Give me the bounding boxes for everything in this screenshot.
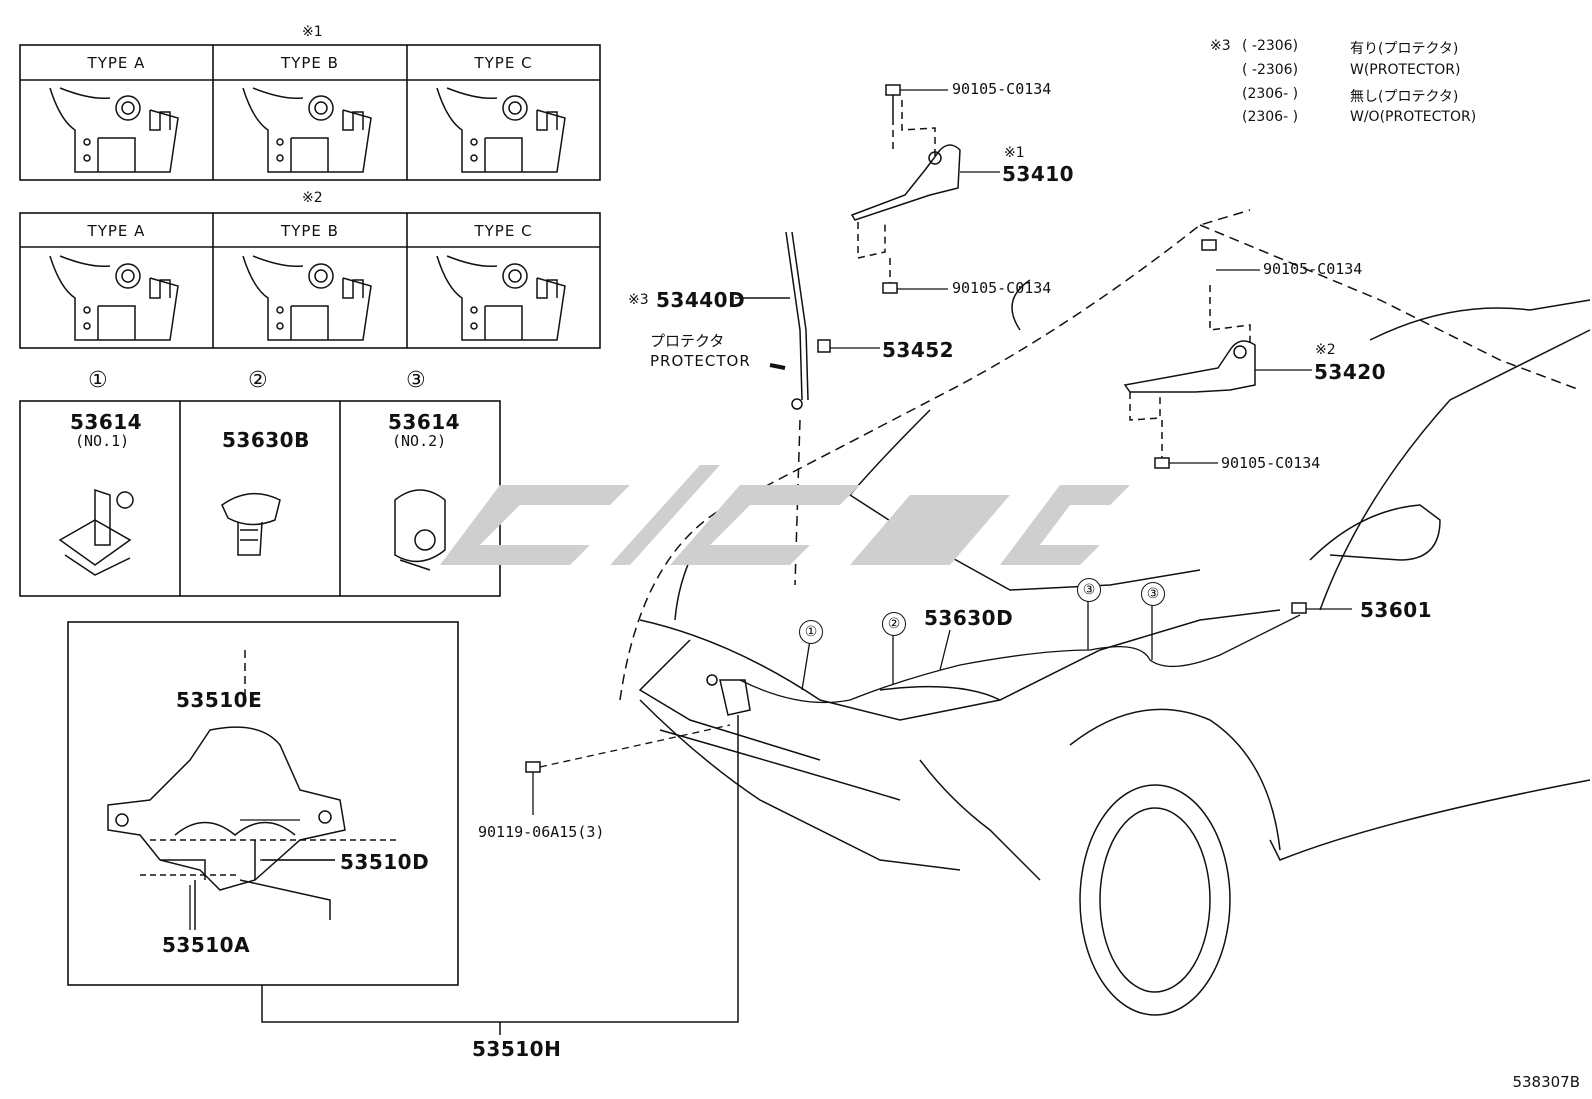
watermark-logo xyxy=(440,465,1130,565)
label-latch-cover: 53510E xyxy=(176,688,263,712)
label-bolt-hinge-left-low: 90105-C0134 xyxy=(952,279,1052,297)
hinge-thumbnails xyxy=(49,87,566,341)
variant-table-2-marker: ※2 xyxy=(302,190,323,206)
callout-clip-1: ① xyxy=(799,620,823,644)
note-3-range: (2306- ) xyxy=(1242,86,1299,102)
table2-type-c: TYPE C xyxy=(474,222,533,240)
diagram-code: 538307B xyxy=(1512,1073,1580,1091)
latch-assy-leader xyxy=(261,715,739,1035)
callout-clip-3b: ③ xyxy=(1141,582,1165,606)
bolt-icons xyxy=(525,84,1307,773)
notes-marker: ※3 xyxy=(1210,38,1231,54)
variant-table-2 xyxy=(19,212,601,349)
variant-table-1 xyxy=(19,44,601,181)
label-bolt-right-low: 90105-C0134 xyxy=(1221,454,1321,472)
latch-detail-box xyxy=(67,621,459,986)
clip-2-part: 53630B xyxy=(222,428,310,452)
label-hinge-right-marker: ※2 xyxy=(1315,342,1336,358)
clip-3-index: ③ xyxy=(406,368,426,393)
label-latch-sub: 53510A xyxy=(162,933,251,957)
clip-sketches xyxy=(58,488,446,576)
clip-3-sub: (NO.2) xyxy=(392,432,447,450)
note-2-text: W(PROTECTOR) xyxy=(1350,62,1461,78)
label-seal: 53601 xyxy=(1360,598,1433,622)
note-2-range: ( -2306) xyxy=(1242,62,1299,78)
callout-clip-3a: ③ xyxy=(1077,578,1101,602)
label-hinge-left: 53410 xyxy=(1002,162,1075,186)
note-1-text: 有り(プロテクタ) xyxy=(1350,41,1459,57)
note-4-text: W/O(PROTECTOR) xyxy=(1350,109,1477,125)
label-rod-holder: 53452 xyxy=(882,338,955,362)
label-hinge-left-marker: ※1 xyxy=(1004,145,1025,161)
note-4-range: (2306- ) xyxy=(1242,109,1299,125)
hinge-left-sketch xyxy=(850,90,961,290)
callout-clip-2: ② xyxy=(882,612,906,636)
hood-lock-sketch xyxy=(706,674,751,716)
label-latch-spring: 53510D xyxy=(340,850,430,874)
label-support-rod-marker: ※3 xyxy=(628,292,649,308)
table1-type-a: TYPE A xyxy=(87,54,146,72)
clip-1-index: ① xyxy=(88,368,108,393)
label-hinge-right: 53420 xyxy=(1314,360,1387,384)
label-support-rod: 53440D xyxy=(656,288,746,312)
clip-1-sub: (NO.1) xyxy=(75,432,130,450)
clip-2-index: ② xyxy=(248,368,268,393)
table2-type-b: TYPE B xyxy=(281,222,339,240)
label-bolt-top: 90105-C0134 xyxy=(952,80,1052,98)
clip-3-part: 53614 xyxy=(388,410,461,434)
note-3-text: 無し(プロテクタ) xyxy=(1350,89,1459,105)
variant-table-1-marker: ※1 xyxy=(302,24,323,40)
note-1-range: ( -2306) xyxy=(1242,38,1299,54)
hinge-right-sketch xyxy=(1123,285,1256,460)
label-protector-jp: プロテクタ xyxy=(650,332,725,350)
label-lock-bolt: 90119-06A15(3) xyxy=(478,823,605,841)
table1-type-c: TYPE C xyxy=(474,54,533,72)
label-bolt-right-top: 90105-C0134 xyxy=(1263,260,1363,278)
label-protector-en: PROTECTOR xyxy=(650,352,751,370)
leader-lines xyxy=(189,89,1352,930)
label-cable-clip: 53630D xyxy=(924,606,1014,630)
label-latch-assy: 53510H xyxy=(472,1037,562,1061)
table1-type-b: TYPE B xyxy=(281,54,339,72)
table2-type-a: TYPE A xyxy=(87,222,146,240)
clip-1-part: 53614 xyxy=(70,410,143,434)
